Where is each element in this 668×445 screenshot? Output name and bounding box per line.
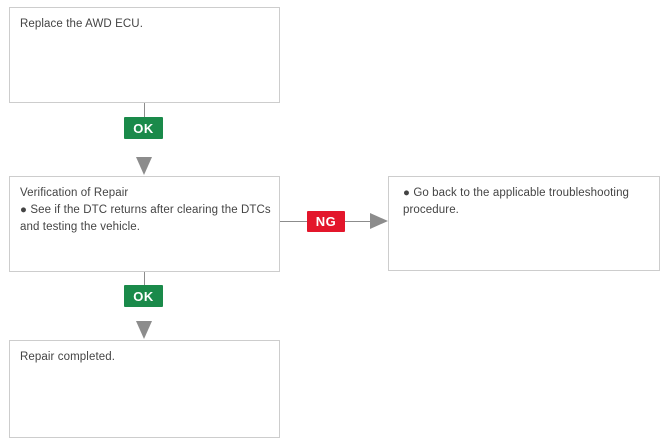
badge-ok-verification-to-completed: OK: [124, 285, 163, 307]
arrow-right-icon: [370, 213, 388, 229]
node-repair-completed[interactable]: Repair completed.: [9, 340, 280, 438]
badge-ok-replace-to-verification: OK: [124, 117, 163, 139]
node-replace-ecu[interactable]: Replace the AWD ECU.: [9, 7, 280, 103]
badge-ok-label: OK: [133, 288, 154, 304]
badge-ok-label: OK: [133, 120, 154, 136]
badge-ng-verification-to-goback: NG: [307, 211, 345, 232]
arrow-down-icon: [136, 321, 152, 339]
node-verification-of-repair[interactable]: Verification of Repair ● See if the DTC …: [9, 176, 280, 272]
node-go-back-troubleshooting[interactable]: ● Go back to the applicable troubleshoot…: [388, 176, 660, 271]
node-verification-text: Verification of Repair ● See if the DTC …: [20, 187, 271, 233]
arrow-down-icon: [136, 157, 152, 175]
node-replace-ecu-text: Replace the AWD ECU.: [20, 18, 144, 30]
node-repair-completed-text: Repair completed.: [20, 351, 116, 363]
badge-ng-label: NG: [315, 214, 337, 229]
node-go-back-text: ● Go back to the applicable troubleshoot…: [403, 187, 630, 216]
